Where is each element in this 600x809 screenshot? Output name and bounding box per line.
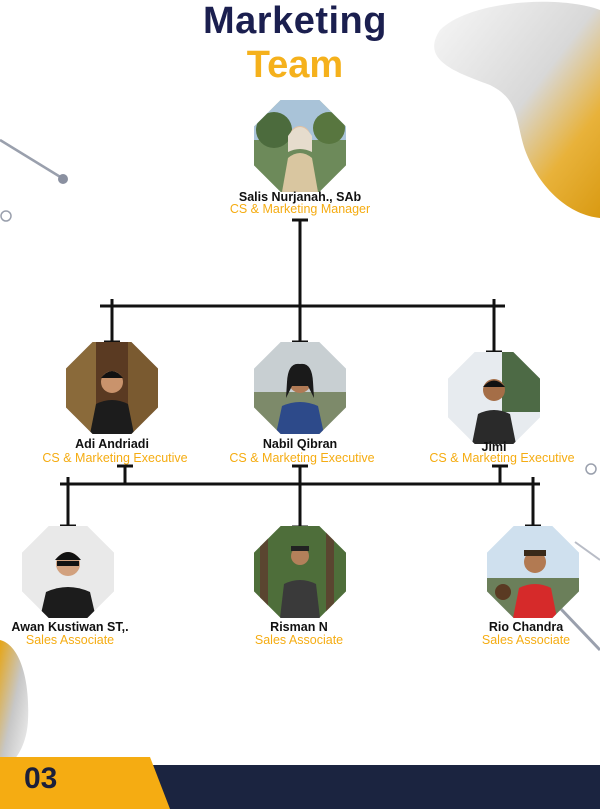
photo-executive-1 [66,342,158,434]
associate-1-role: Sales Associate [25,633,115,647]
right-pin-stick [558,606,600,652]
associate-3-name: Rio Chandra [488,620,564,634]
title-team: Team [246,44,344,86]
executive-1-role: CS & Marketing Executive [42,451,188,465]
manager-name: Salis Nurjanah., SAb [238,190,362,204]
manager-role: CS & Marketing Manager [229,202,371,216]
associate-1-name: Awan Kustiwan ST,. [11,620,129,634]
executive-3-role: CS & Marketing Executive [429,451,575,465]
title-marketing: Marketing [203,0,387,42]
associate-2-name: Risman N [270,620,328,634]
executive-2-role: CS & Marketing Executive [229,451,375,465]
executive-2-name: Nabil Qibran [262,437,338,451]
page-number: 03 [24,762,58,795]
photo-associate-1 [22,526,114,618]
left-pin-dot [58,174,68,184]
bottom-left-blob [0,640,29,770]
left-pin-stick [0,138,63,180]
executive-3-name: Jimi [481,440,507,454]
photo-associate-2 [254,526,346,618]
top-right-blob [434,1,600,218]
photo-executive-2 [254,342,346,434]
photo-executive-3 [448,352,540,444]
right-ring [585,463,597,475]
associate-3-role: Sales Associate [481,633,571,647]
executive-1-name: Adi Andriadi [75,437,149,451]
footer-navy-bar [150,765,600,809]
footer-gold-tab [0,757,170,809]
photo-associate-3 [487,526,579,618]
photo-manager [254,100,346,192]
right-pin-stick-2 [574,541,600,561]
left-ring [0,210,12,222]
associate-2-role: Sales Associate [254,633,344,647]
